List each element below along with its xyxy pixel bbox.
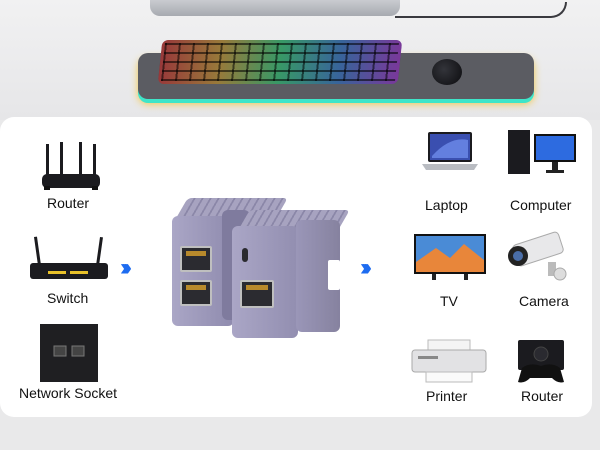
label-computer: Computer xyxy=(510,197,572,213)
camera-icon xyxy=(508,231,567,281)
ethernet-port xyxy=(240,280,274,308)
label-router-right: Router xyxy=(521,388,564,404)
label-network-socket: Network Socket xyxy=(19,385,118,401)
label-camera: Camera xyxy=(519,293,569,309)
ethernet-port xyxy=(180,246,212,272)
laptop-icon xyxy=(422,132,478,170)
printer-icon xyxy=(411,339,487,383)
network-socket-icon xyxy=(40,324,98,382)
arrow-chevrons-right: ››› xyxy=(360,254,372,281)
usb-c-port xyxy=(242,248,248,262)
cable xyxy=(395,2,567,18)
product-label xyxy=(328,260,340,290)
desk-photo xyxy=(0,0,600,120)
label-router-left: Router xyxy=(47,195,90,211)
router-icon xyxy=(42,142,100,190)
label-printer: Printer xyxy=(426,388,468,404)
laptop-edge xyxy=(150,0,400,16)
label-switch: Switch xyxy=(47,290,89,306)
mouse xyxy=(432,59,462,85)
label-tv: TV xyxy=(440,293,458,309)
switch-icon xyxy=(30,236,108,279)
arrow-chevrons-left: ››› xyxy=(120,254,132,281)
ethernet-port xyxy=(180,280,212,306)
label-laptop: Laptop xyxy=(425,197,468,213)
router-icon xyxy=(518,340,564,383)
rgb-keyboard xyxy=(157,40,403,84)
tv-icon xyxy=(414,234,486,280)
computer-icon xyxy=(508,130,576,174)
